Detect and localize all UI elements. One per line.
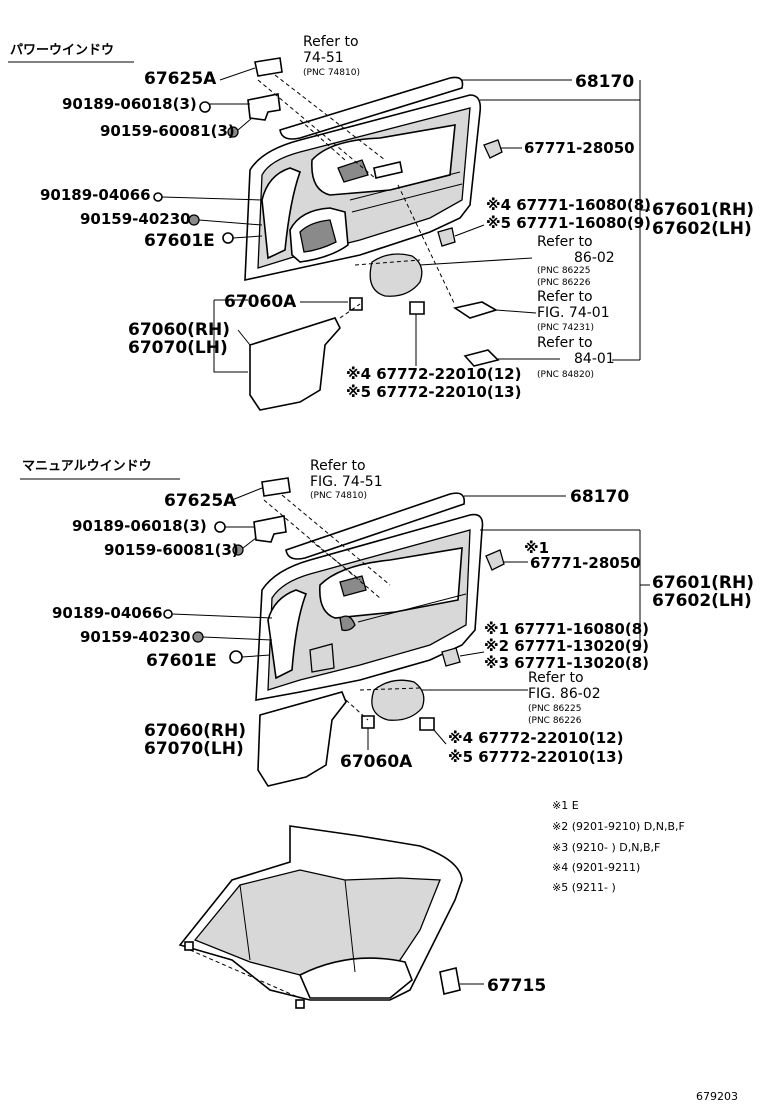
label-67772-12-manual: ※4 67772-22010(12) [448, 729, 623, 747]
cap-67601E-manual [229, 650, 243, 664]
note-3: ※3 (9210- ) D,N,B,F [552, 841, 660, 854]
ref-74-01-line2: FIG. 74-01 [537, 305, 610, 321]
label-67602LH-manual: 67602(LH) [652, 591, 752, 611]
section-title-power: パワーウインドウ [10, 43, 114, 58]
label-67771-28050-manual: 67771-28050 [530, 554, 641, 572]
floor-carpet-67715 [178, 825, 463, 1009]
ref-74-51-line2: 74-51 [303, 50, 344, 66]
note-1: ※1 E [552, 799, 579, 812]
clip-67771-28050-power [483, 139, 503, 159]
ref-74-51-line1: Refer to [303, 34, 359, 50]
clip-67772-22010-manual [419, 717, 435, 731]
note-4: ※4 (9201-9211) [552, 861, 640, 874]
cover-84-01-power [463, 349, 500, 367]
handle-74-01-power [452, 301, 499, 319]
section-title-manual: マニュアルウインドウ [22, 459, 152, 474]
belt-molding-68170-power [279, 76, 464, 140]
label-67771-16080-9-power: ※5 67771-16080(9) [486, 214, 651, 232]
screw-90189-06018-manual [214, 521, 226, 533]
label-67771-28050-prefix-manual: ※1 [524, 539, 549, 557]
label-67602LH-power: 67602(LH) [652, 219, 752, 239]
figure-number: 679203 [696, 1090, 738, 1103]
label-67625A-power: 67625A [144, 69, 217, 89]
door-trim-panel-manual [255, 513, 484, 701]
label-68170-power: 68170 [575, 72, 634, 92]
label-90159-60081-power: 90159-60081(3) [100, 122, 235, 140]
switch-base-67625A-manual [261, 477, 291, 497]
note-2: ※2 (9201-9210) D,N,B,F [552, 820, 685, 833]
ref-fig-86-02-pnc2: (PNC 86226 [528, 716, 582, 726]
label-67060A-manual: 67060A [340, 752, 413, 772]
label-67771-16080-8-power: ※4 67771-16080(8) [486, 196, 651, 214]
label-67601RH-manual: 67601(RH) [652, 573, 754, 593]
ref-86-02-line2: 86-02 [574, 250, 615, 266]
ref-84-01-line2: 84-01 [574, 351, 615, 367]
note-5: ※5 (9211- ) [552, 881, 616, 894]
label-90189-04066-power: 90189-04066 [40, 186, 151, 204]
label-90159-40230-power: 90159-40230 [80, 210, 191, 228]
label-68170-manual: 68170 [570, 487, 629, 507]
clip-90159-40230-manual [192, 631, 204, 643]
door-trim-panel-power [244, 94, 482, 282]
switch-bracket-power [247, 93, 281, 121]
belt-molding-68170-manual [285, 492, 466, 560]
cap-67601E-power [222, 232, 234, 244]
label-67060A-power: 67060A [224, 292, 297, 312]
label-90159-40230-manual: 90159-40230 [80, 628, 191, 646]
speaker-grille-manual [371, 679, 425, 721]
ref-74-51-pnc: (PNC 74810) [303, 68, 360, 78]
label-67601E-manual: 67601E [146, 651, 217, 671]
armrest-base-67060-power [249, 317, 341, 411]
label-90189-06018-manual: 90189-06018(3) [72, 517, 207, 535]
label-67771-13020-8-manual: ※3 67771-13020(8) [484, 654, 649, 672]
ref-fig-74-51-line1: Refer to [310, 458, 366, 474]
speaker-grille-power [369, 253, 423, 297]
label-67771-13020-9-manual: ※2 67771-13020(9) [484, 637, 649, 655]
ref-fig-86-02-line1: Refer to [528, 670, 584, 686]
ref-86-02-pnc1: (PNC 86225 [537, 266, 590, 276]
screw-90189-04066-manual [163, 609, 173, 619]
ref-86-02-line1: Refer to [537, 234, 593, 250]
ref-84-01-pnc: (PNC 84820) [537, 370, 594, 380]
clip-67715 [439, 967, 461, 995]
label-67771-16080-manual: ※1 67771-16080(8) [484, 620, 649, 638]
screw-90189-04066-power [153, 192, 163, 202]
armrest-base-67060-manual [257, 691, 347, 787]
label-90189-04066-manual: 90189-04066 [52, 604, 163, 622]
clip-67771-28050-manual [485, 549, 505, 571]
clip-67772-22010-power [409, 301, 425, 315]
label-67772-13-power: ※5 67772-22010(13) [346, 383, 521, 401]
ref-fig-74-51-pnc: (PNC 74810) [310, 491, 367, 501]
ref-fig-86-02-line2: FIG. 86-02 [528, 686, 601, 702]
label-67715: 67715 [487, 976, 546, 996]
clip-67771-13020-manual [441, 647, 461, 667]
ref-74-01-pnc: (PNC 74231) [537, 323, 594, 333]
label-67601RH-power: 67601(RH) [652, 200, 754, 220]
label-67070LH-power: 67070(LH) [128, 338, 228, 358]
ref-74-01-line1: Refer to [537, 289, 593, 305]
label-67772-13-manual: ※5 67772-22010(13) [448, 748, 623, 766]
label-67772-12-power: ※4 67772-22010(12) [346, 365, 521, 383]
ref-fig-74-51-line2: FIG. 74-51 [310, 474, 383, 490]
screw-90189-06018-power [199, 101, 211, 113]
label-90189-06018-power: 90189-06018(3) [62, 95, 197, 113]
ref-84-01-line1: Refer to [537, 335, 593, 351]
switch-bracket-manual [253, 515, 287, 543]
label-67601E-power: 67601E [144, 231, 215, 251]
label-67625A-manual: 67625A [164, 491, 237, 511]
clip-67060A-manual [361, 715, 375, 729]
switch-base-67625A-power [254, 57, 283, 77]
ref-86-02-pnc2: (PNC 86226 [537, 278, 591, 288]
ref-fig-86-02-pnc1: (PNC 86225 [528, 704, 581, 714]
clip-67771-16080-power [437, 227, 456, 247]
label-67060RH-power: 67060(RH) [128, 320, 230, 340]
label-90159-60081-manual: 90159-60081(3) [104, 541, 239, 559]
label-67070LH-manual: 67070(LH) [144, 739, 244, 759]
clip-90159-60081-manual [232, 544, 244, 556]
clip-67060A-power [349, 297, 363, 311]
label-67771-28050-power: 67771-28050 [524, 139, 635, 157]
clip-90159-60081-power [227, 126, 239, 138]
label-67060RH-manual: 67060(RH) [144, 721, 246, 741]
